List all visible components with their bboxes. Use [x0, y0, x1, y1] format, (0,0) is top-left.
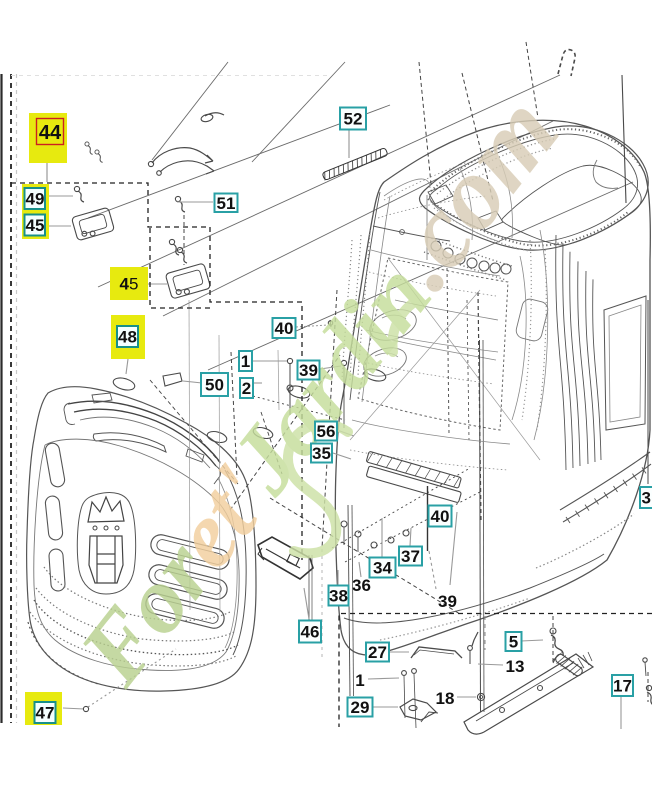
svg-text:47: 47 — [36, 704, 55, 723]
svg-text:37: 37 — [401, 547, 420, 566]
svg-text:45: 45 — [26, 216, 45, 235]
svg-text:2: 2 — [242, 379, 251, 398]
svg-text:38: 38 — [329, 587, 348, 606]
svg-text:50: 50 — [205, 376, 224, 395]
svg-text:5: 5 — [509, 633, 518, 652]
svg-text:44: 44 — [39, 122, 62, 144]
svg-text:51: 51 — [217, 194, 236, 213]
svg-text:40: 40 — [275, 319, 294, 338]
svg-text:56: 56 — [317, 422, 336, 441]
svg-text:29: 29 — [351, 698, 370, 717]
svg-text:27: 27 — [368, 643, 387, 662]
svg-text:1: 1 — [355, 671, 364, 690]
svg-text:35: 35 — [312, 444, 331, 463]
svg-text:34: 34 — [373, 559, 392, 578]
svg-text:49: 49 — [26, 190, 45, 209]
svg-text:17: 17 — [613, 677, 632, 696]
svg-text:31: 31 — [642, 489, 652, 508]
svg-text:40: 40 — [431, 507, 450, 526]
svg-text:39: 39 — [299, 361, 318, 380]
svg-text:1: 1 — [241, 352, 250, 371]
svg-text:52: 52 — [344, 110, 363, 129]
svg-text:13: 13 — [506, 657, 525, 676]
svg-text:18: 18 — [436, 689, 455, 708]
svg-text:39: 39 — [438, 592, 457, 611]
svg-text:48: 48 — [118, 328, 137, 347]
svg-text:45: 45 — [120, 275, 139, 294]
svg-text:46: 46 — [301, 623, 320, 642]
svg-text:36: 36 — [352, 576, 371, 595]
